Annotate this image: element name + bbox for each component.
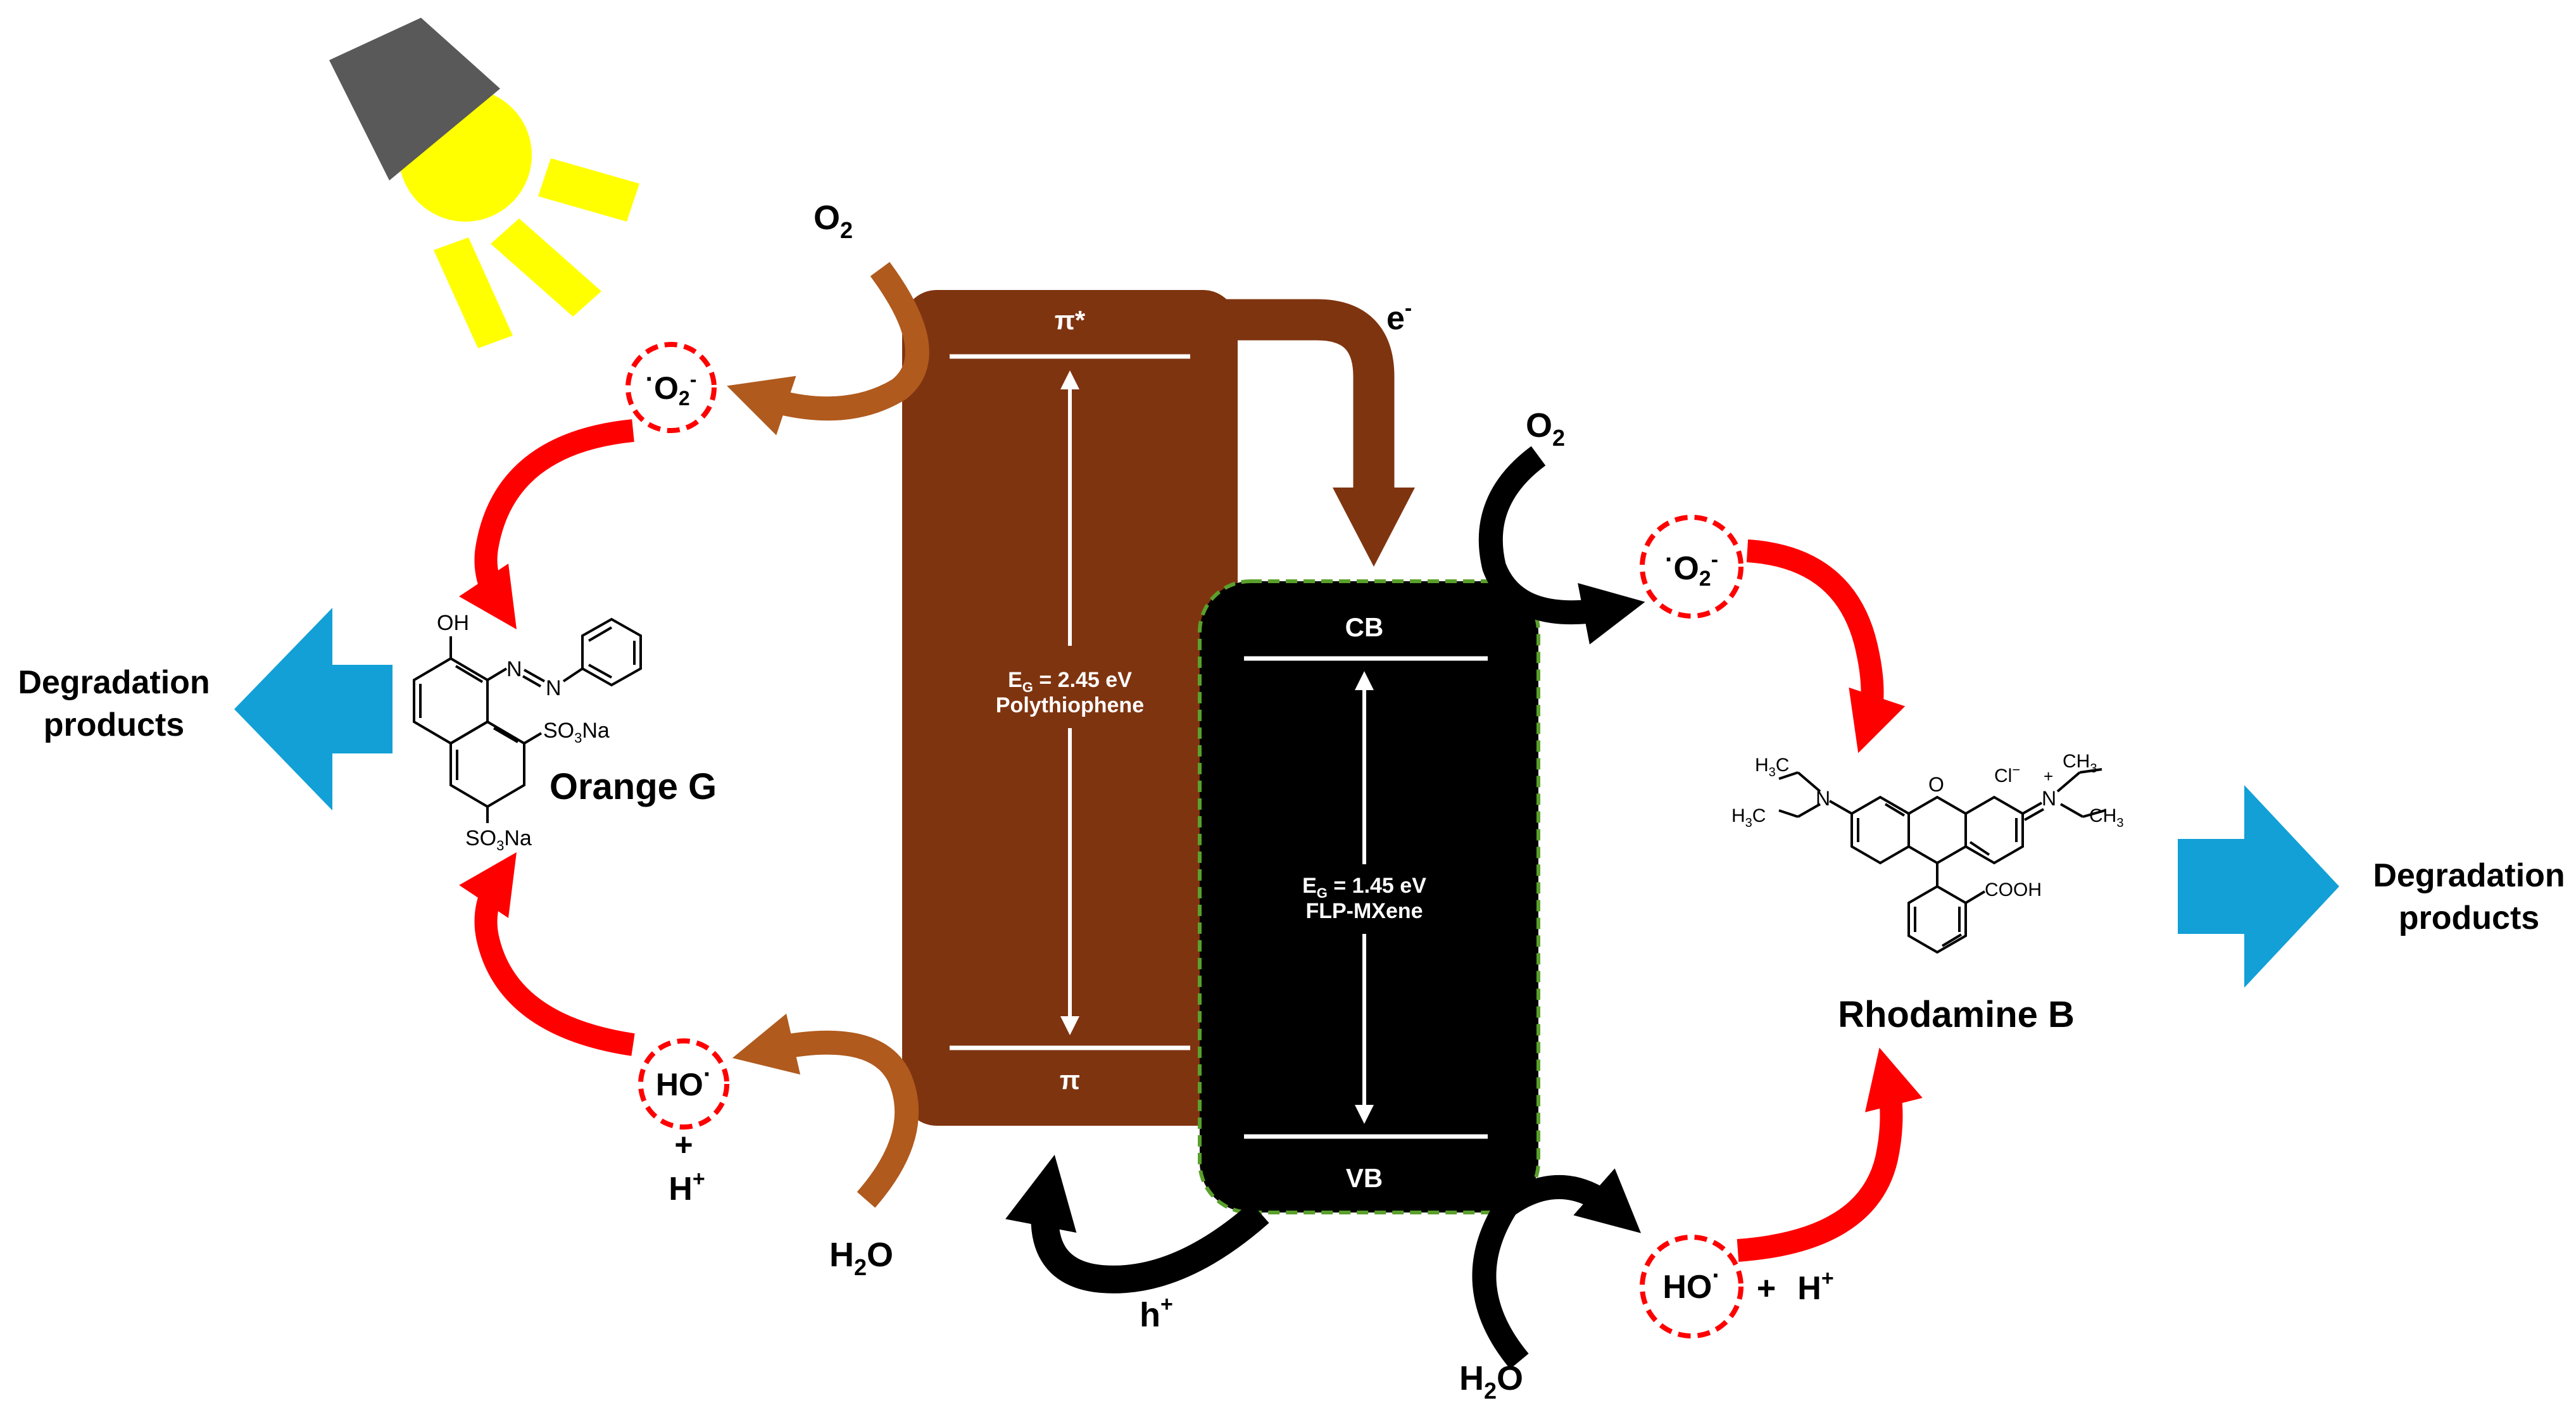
superoxide-label-left: ·O2- — [646, 365, 697, 410]
mxene-band-block: CB VB EG = 1.45 eV FLP-MXene — [1198, 579, 1540, 1214]
orange-g-structure — [413, 617, 642, 823]
polythiophene-gap-label: EG = 2.45 eV — [1008, 668, 1132, 695]
orange-g-name: Orange G — [550, 766, 717, 807]
rhodamine-cooh: COOH — [1985, 879, 2042, 900]
rhodamine-h3c-top: H3C — [1755, 755, 1789, 779]
cb-label: CB — [1345, 612, 1384, 642]
vb-label: VB — [1346, 1163, 1383, 1193]
rhodamine-b-structure — [1778, 768, 2106, 954]
sun-ray-icon — [538, 158, 639, 222]
proton-label-left: H+ — [669, 1167, 705, 1207]
right-degradation-label: Degradation — [2373, 857, 2565, 894]
lamp-shade-icon — [329, 18, 500, 180]
polythiophene-block — [902, 290, 1238, 1126]
superoxide-to-orange-g-arrow — [459, 419, 634, 629]
sun-ray-icon — [491, 218, 601, 317]
sun-ray-icon — [434, 237, 513, 348]
left-degradation-label: Degradation — [18, 664, 210, 701]
water-label-left: H2O — [829, 1236, 893, 1280]
hole-label: h+ — [1140, 1292, 1173, 1334]
water-to-hydroxyl-arrow-right — [1472, 1168, 1642, 1370]
mxene-name: FLP-MXene — [1305, 899, 1423, 923]
superoxide-to-rhodamine-arrow — [1746, 539, 1906, 753]
rhodamine-ch3-top: CH3 — [2063, 751, 2097, 776]
rhodamine-chloride: Cl− — [1994, 762, 2020, 786]
hydroxyl-circle-right — [1640, 1235, 1744, 1338]
hydroxyl-label-right: HO· — [1662, 1262, 1720, 1306]
hydroxyl-to-orange-g-arrow — [459, 852, 635, 1056]
left-degradation-label-line2: products — [44, 707, 184, 743]
electron-label: e- — [1386, 296, 1412, 337]
hydroxyl-label-left: HO· — [656, 1061, 712, 1102]
hydroxyl-to-rhodamine-arrow — [1737, 1047, 1923, 1262]
rhodamine-n-right: N — [2042, 787, 2056, 810]
orange-g-azo-n1: N — [506, 657, 522, 681]
polythiophene-name: Polythiophene — [996, 693, 1144, 717]
o2-label-right: O2 — [1526, 406, 1565, 451]
polythiophene-band-block: π* π EG = 2.45 eV Polythiophene — [902, 290, 1238, 1126]
plus-sign-left: + — [674, 1127, 693, 1162]
rhodamine-ch3-bottom: CH3 — [2089, 805, 2123, 830]
left-degradation-arrow — [234, 608, 393, 810]
orange-g-so3na-1: SO3Na — [543, 719, 610, 746]
electron-transfer-arrow — [1206, 299, 1415, 567]
hole-transfer-arrow — [1005, 1154, 1269, 1294]
orange-g-azo-n2: N — [546, 676, 562, 700]
o2-to-superoxide-arrow-right — [1478, 446, 1645, 645]
rhodamine-b-name: Rhodamine B — [1838, 994, 2075, 1035]
superoxide-circle-right — [1640, 515, 1744, 619]
superoxide-circle-left — [625, 342, 717, 433]
plus-sign-right: + — [1757, 1270, 1776, 1307]
rhodamine-h3c-bottom: H3C — [1731, 805, 1766, 830]
pi-label: π — [1060, 1065, 1080, 1095]
pi-star-label: π* — [1055, 305, 1086, 335]
proton-label-right: H+ — [1797, 1266, 1833, 1307]
orange-g-oh: OH — [437, 611, 469, 635]
superoxide-label-right: ·O2- — [1665, 546, 1718, 591]
water-to-hydroxyl-arrow — [732, 1013, 919, 1208]
lamp-with-sun-rays-icon — [329, 18, 639, 348]
orange-g-so3na-2: SO3Na — [465, 826, 532, 853]
right-degradation-arrow — [2178, 785, 2339, 988]
rhodamine-n-left: N — [1816, 787, 1830, 810]
mxene-block — [1198, 579, 1540, 1214]
mxene-gap-label: EG = 1.45 eV — [1302, 874, 1426, 901]
right-degradation-label-line2: products — [2399, 900, 2539, 936]
o2-to-superoxide-arrow — [727, 261, 929, 436]
rhodamine-o: O — [1928, 773, 1944, 796]
water-label-right: H2O — [1459, 1359, 1523, 1404]
rhodamine-n-plus: + — [2044, 767, 2053, 786]
hydroxyl-circle-left — [638, 1038, 729, 1130]
o2-label-left: O2 — [814, 199, 853, 243]
